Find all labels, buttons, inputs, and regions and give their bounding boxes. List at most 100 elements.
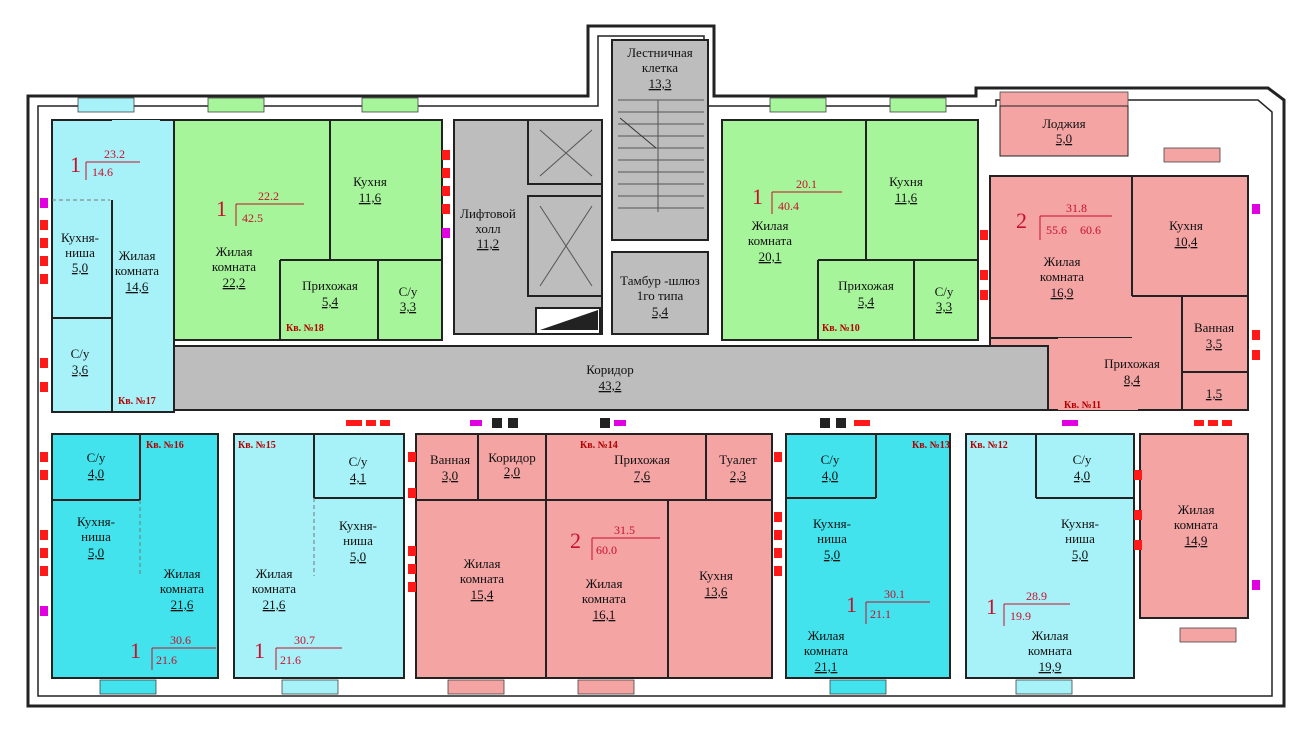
apt10-rooms: 1 xyxy=(752,184,763,209)
apt10-kitchen-area: 11,6 xyxy=(895,190,918,205)
apt16-area xyxy=(51,433,219,679)
apt12-wc-area: 4,0 xyxy=(1074,468,1090,483)
apt12-niche-1: Кухня- xyxy=(1061,516,1099,531)
apt16-niche-2: ниша xyxy=(81,529,111,544)
apt11-living-1: Жилая xyxy=(1044,254,1081,269)
apt13-tag: Кв. №13 xyxy=(912,440,950,451)
apt10-living-1: Жилая xyxy=(752,218,789,233)
apt12-wc: С/у xyxy=(1073,452,1092,467)
apt17-wc: С/у xyxy=(71,346,90,361)
apt16-living-2: комната xyxy=(160,581,204,596)
apt12-niche-2: ниша xyxy=(1065,531,1095,546)
lift-hall-name-2: холл xyxy=(475,221,501,236)
apt17-rooms: 1 xyxy=(70,152,81,177)
loggia-area: 5,0 xyxy=(1056,131,1072,146)
apt12-area xyxy=(965,433,1135,679)
apt15-wc-area: 4,1 xyxy=(350,470,366,485)
lift-shaft-2 xyxy=(527,195,603,297)
apt10-area xyxy=(721,119,979,341)
apt14-area-bottom: 60.0 xyxy=(596,543,617,557)
corridor-name: Коридор xyxy=(586,362,634,377)
apt14-living-a-area: 15,4 xyxy=(471,587,494,602)
tambur-name-2: 1го типа xyxy=(637,288,684,303)
apt14-living-b-area: 16,1 xyxy=(593,607,616,622)
apt14-living-a-1: Жилая xyxy=(464,556,501,571)
apt13-niche-area: 5,0 xyxy=(824,547,840,562)
lift-hall-name-1: Лифтовой xyxy=(460,206,516,221)
apt18-living-2: комната xyxy=(212,259,256,274)
apt17-niche-1: Кухня- xyxy=(61,230,99,245)
apt10-tag: Кв. №10 xyxy=(822,323,860,334)
apt14-living-a-2: комната xyxy=(460,571,504,586)
apt16-area-bottom: 21.6 xyxy=(156,653,177,667)
apt10-kitchen: Кухня xyxy=(889,174,923,189)
apt16-niche-area: 5,0 xyxy=(88,545,104,560)
apt17-area-top: 23.2 xyxy=(104,147,125,161)
apt13-area-top: 30.1 xyxy=(884,587,905,601)
apt11-bath: Ванная xyxy=(1194,320,1234,335)
apt11-area-total: 60.6 xyxy=(1080,223,1101,237)
apt11-bath-area: 3,5 xyxy=(1206,336,1222,351)
apt11-rooms: 2 xyxy=(1016,208,1027,233)
apt10-hall-area: 5,4 xyxy=(858,294,875,309)
apt18-area-top: 22.2 xyxy=(258,189,279,203)
apt16-living-area: 21,6 xyxy=(171,597,194,612)
apt13-area-bottom: 21.1 xyxy=(870,607,891,621)
apt14-hall-area: 7,6 xyxy=(634,468,651,483)
apt15-tag: Кв. №15 xyxy=(238,440,276,451)
apt14-living-b-2: комната xyxy=(582,591,626,606)
apt16-tag: Кв. №16 xyxy=(146,440,184,451)
corridor xyxy=(173,345,1049,411)
fixture-markers xyxy=(40,150,1260,616)
lift-hall-area: 11,2 xyxy=(477,236,499,251)
apt11-living2 xyxy=(1139,433,1249,619)
apt10-hall: Прихожая xyxy=(838,278,894,293)
apt11-area-top: 31.8 xyxy=(1066,201,1087,215)
apt15-living-area: 21,6 xyxy=(263,597,286,612)
apt11-hall: Прихожая xyxy=(1104,356,1160,371)
apt14-rooms: 2 xyxy=(570,528,581,553)
apt14-kitchen: Кухня xyxy=(699,568,733,583)
apt13-niche-2: ниша xyxy=(817,531,847,546)
apt18-wc-area: 3,3 xyxy=(400,299,416,314)
tambur xyxy=(611,251,709,335)
tambur-area: 5,4 xyxy=(652,304,669,319)
apt18-rooms: 1 xyxy=(216,196,227,221)
apt11-living2-area: 14,9 xyxy=(1185,533,1208,548)
apt15-area xyxy=(233,433,405,679)
apt12-tag: Кв. №12 xyxy=(970,440,1008,451)
apt17-niche-area: 5,0 xyxy=(72,260,88,275)
apt14-area xyxy=(415,433,773,679)
stair-steps xyxy=(618,99,704,212)
apt10-wc: С/у xyxy=(935,284,954,299)
tambur-name-1: Тамбур -шлюз xyxy=(620,273,700,288)
apt14-kitchen-area: 13,6 xyxy=(705,584,728,599)
apt15-niche-2: ниша xyxy=(343,533,373,548)
apt10-living-area: 20,1 xyxy=(759,249,782,264)
apt13-area xyxy=(785,433,951,679)
apt13-wc-area: 4,0 xyxy=(822,468,838,483)
stair-name-2: клетка xyxy=(642,60,678,75)
apt12-living-1: Жилая xyxy=(1032,628,1069,643)
apt17-tag: Кв. №17 xyxy=(118,396,156,407)
apt18-living-area: 22,2 xyxy=(223,275,246,290)
apt13-rooms: 1 xyxy=(846,592,857,617)
apt11-living-area: 16,9 xyxy=(1051,285,1074,300)
apt17-niche-2: ниша xyxy=(65,245,95,260)
apt15-niche-area: 5,0 xyxy=(350,549,366,564)
building-inner-outline xyxy=(37,35,1273,697)
apt17-wc-area: 3,6 xyxy=(72,362,89,377)
stair-area: 13,3 xyxy=(649,76,672,91)
apt16-niche-1: Кухня- xyxy=(77,514,115,529)
apt11-kitchen: Кухня xyxy=(1169,218,1203,233)
apt10-wc-area: 3,3 xyxy=(936,299,952,314)
apt13-niche-1: Кухня- xyxy=(813,516,851,531)
windows xyxy=(77,91,1237,695)
apt14-hall: Прихожая xyxy=(614,452,670,467)
apt13-living-area: 21,1 xyxy=(815,659,838,674)
loggia xyxy=(999,105,1129,157)
apt10-area-bottom: 40.4 xyxy=(778,199,799,213)
apt14-corr: Коридор xyxy=(488,450,536,465)
apt17-living-2: комната xyxy=(115,263,159,278)
apt12-living-area: 19,9 xyxy=(1039,659,1062,674)
